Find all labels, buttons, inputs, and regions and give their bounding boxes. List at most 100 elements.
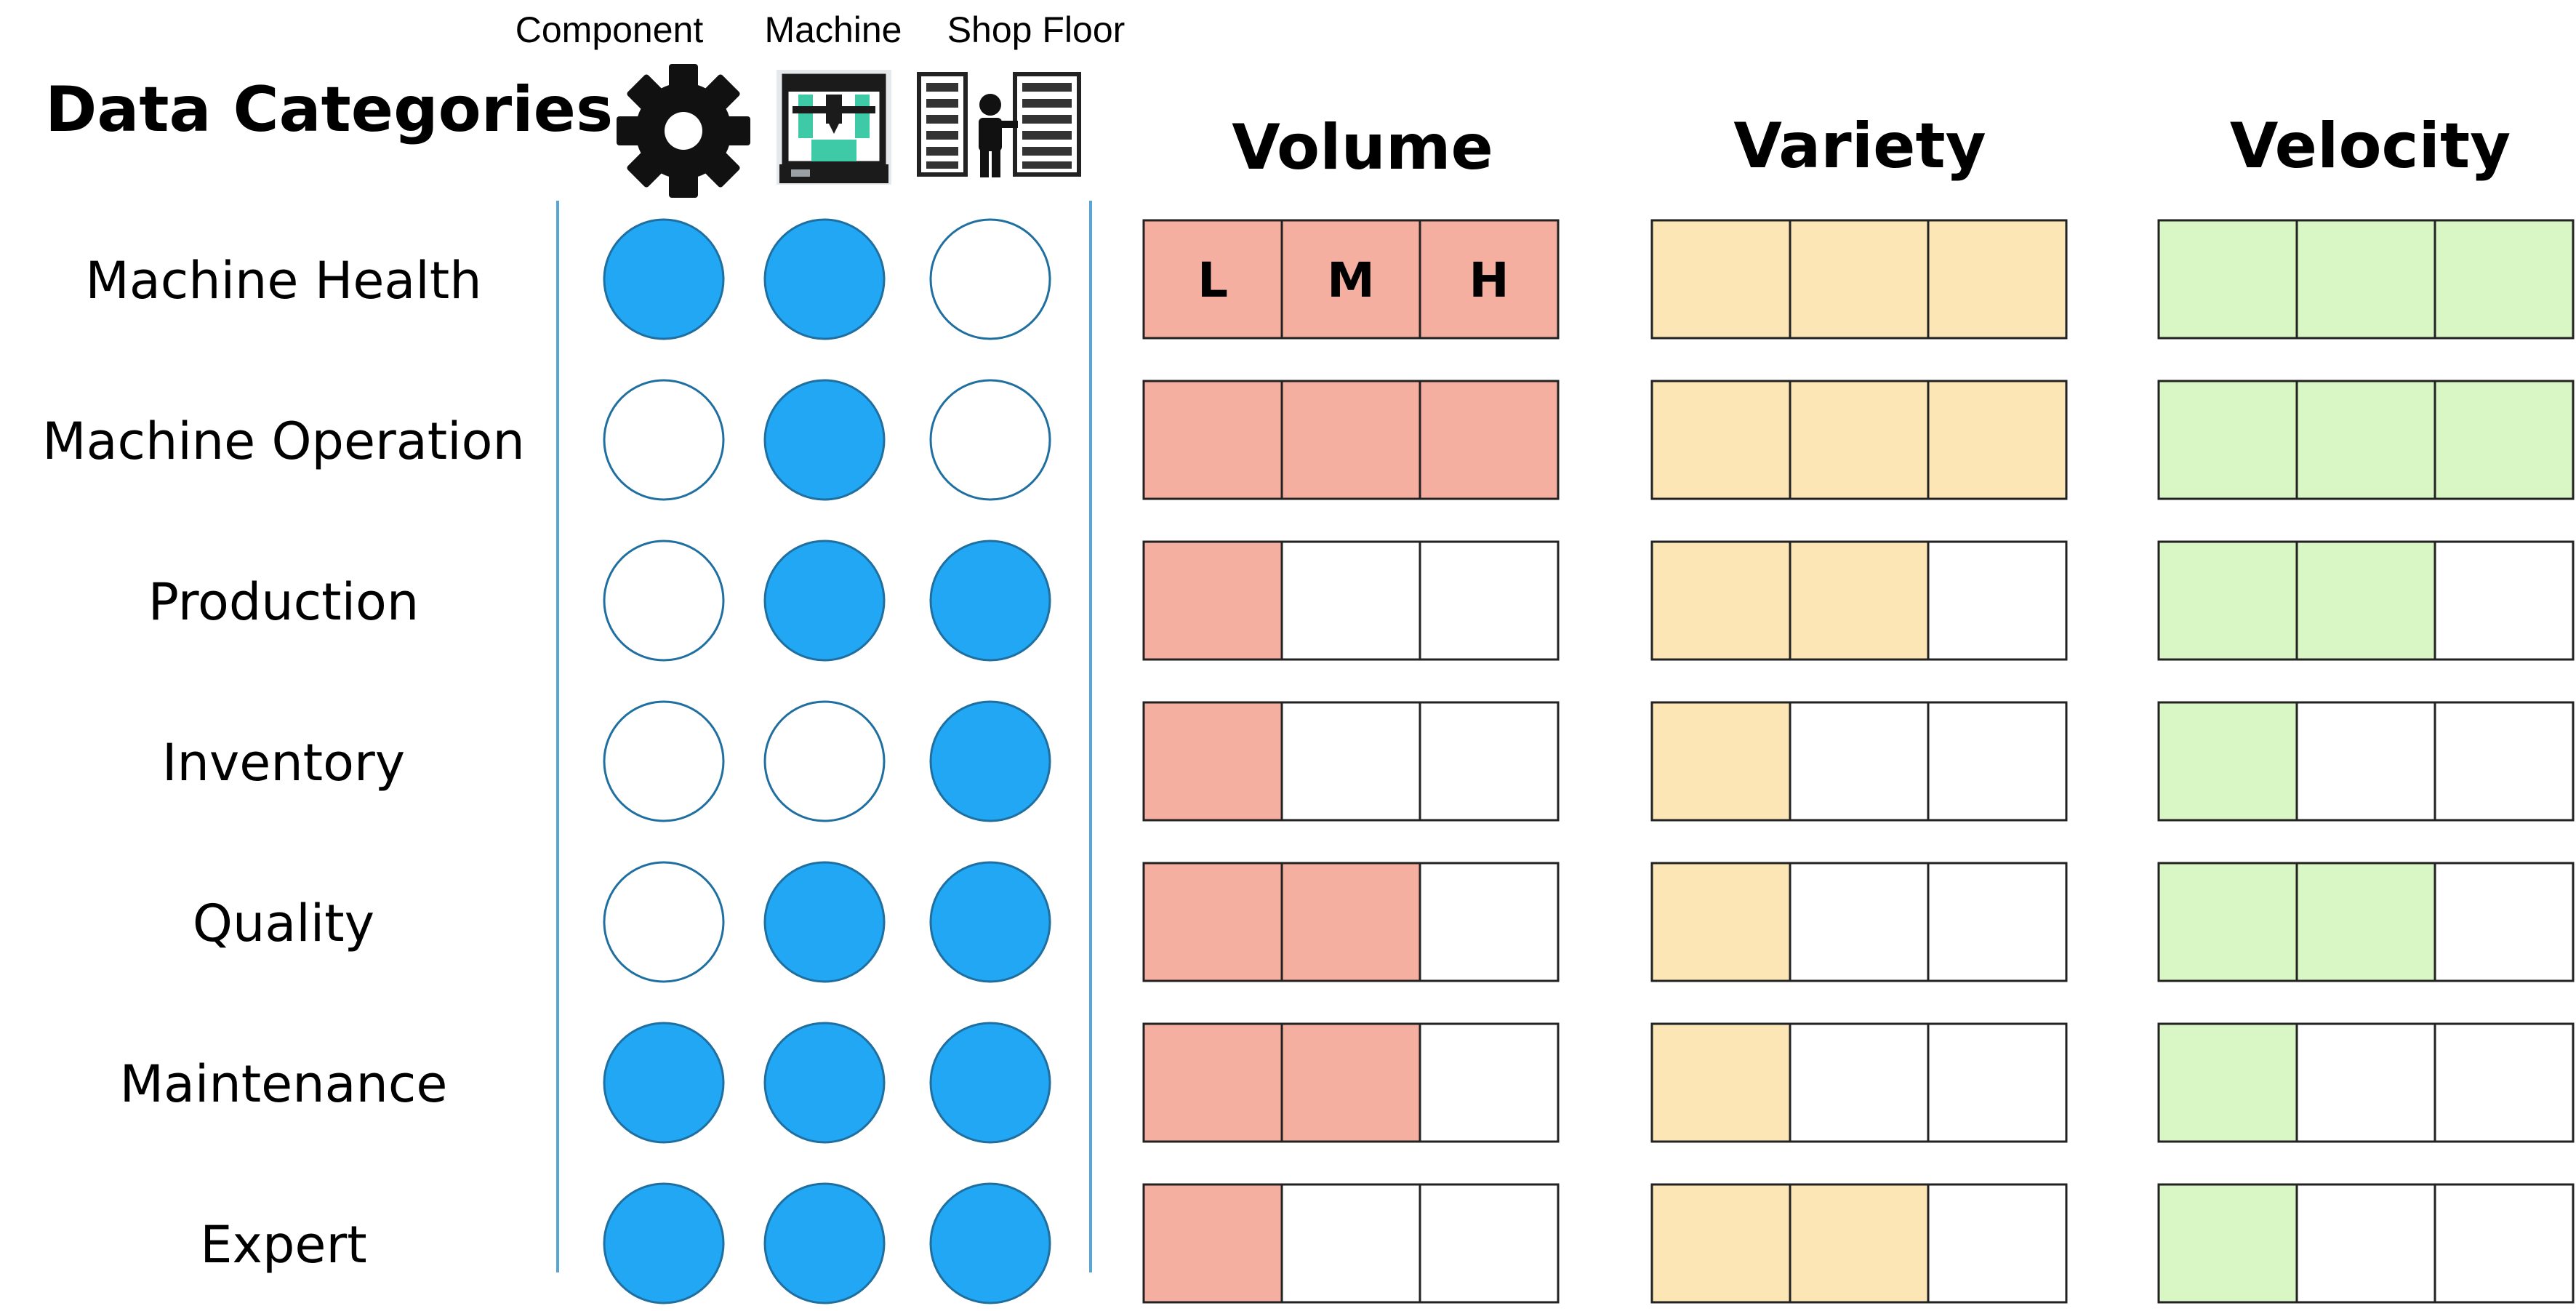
cell-variety-maintenance-3 [1927, 1022, 2068, 1143]
level-header-machine: Machine [765, 9, 902, 50]
cell-variety-expert-3 [1927, 1183, 2068, 1304]
cell-variety-quality-1 [1650, 862, 1791, 982]
cell-velocity-machine-health-1 [2157, 219, 2298, 340]
cell-volume-quality-3 [1419, 862, 1560, 982]
level-circle-quality-shop-floor [929, 861, 1051, 983]
cell-volume-maintenance-2 [1280, 1022, 1421, 1143]
dimension-header-velocity: Velocity [2230, 110, 2511, 183]
cell-variety-production-1 [1650, 540, 1791, 661]
cell-volume-machine-health-1 [1142, 219, 1283, 340]
cell-volume-production-1 [1142, 540, 1283, 661]
cell-variety-maintenance-2 [1789, 1022, 1930, 1143]
cell-variety-machine-operation-2 [1789, 380, 1930, 500]
cell-velocity-production-1 [2157, 540, 2298, 661]
cell-volume-maintenance-1 [1142, 1022, 1283, 1143]
cell-variety-inventory-1 [1650, 701, 1791, 822]
category-label-inventory: Inventory [162, 733, 405, 793]
cell-velocity-machine-health-2 [2295, 219, 2436, 340]
category-label-quality: Quality [193, 894, 374, 953]
level-circle-expert-component [603, 1182, 725, 1304]
level-circle-maintenance-shop-floor [929, 1022, 1051, 1144]
level-circle-quality-component [603, 861, 725, 983]
cell-volume-expert-2 [1280, 1183, 1421, 1304]
level-circle-quality-machine [763, 861, 886, 983]
level-circle-machine-health-shop-floor [929, 218, 1051, 340]
cell-volume-production-2 [1280, 540, 1421, 661]
cell-variety-expert-1 [1650, 1183, 1791, 1304]
cell-volume-machine-health-2 [1280, 219, 1421, 340]
level-header-component: Component [515, 9, 704, 50]
cell-volume-machine-operation-1 [1142, 380, 1283, 500]
level-circles [603, 218, 1051, 1304]
cell-variety-machine-health-1 [1650, 219, 1791, 340]
level-circle-maintenance-machine [763, 1022, 886, 1144]
level-circle-inventory-component [603, 700, 725, 822]
cell-velocity-machine-operation-1 [2157, 380, 2298, 500]
cell-velocity-inventory-3 [2433, 701, 2575, 822]
cell-velocity-expert-3 [2433, 1183, 2575, 1304]
category-label-production: Production [148, 572, 419, 632]
cell-velocity-maintenance-2 [2295, 1022, 2436, 1143]
cell-velocity-machine-health-3 [2433, 219, 2575, 340]
level-circle-machine-operation-component [603, 379, 725, 501]
level-header-shop-floor: Shop Floor [947, 9, 1126, 50]
level-circle-maintenance-component [603, 1022, 725, 1144]
cell-letter-volume-3: H [1469, 252, 1509, 308]
level-circle-production-machine [763, 540, 886, 662]
cell-variety-inventory-3 [1927, 701, 2068, 822]
level-circle-expert-machine [763, 1182, 886, 1304]
category-label-maintenance: Maintenance [120, 1054, 448, 1114]
cell-velocity-machine-operation-3 [2433, 380, 2575, 500]
cell-velocity-inventory-1 [2157, 701, 2298, 822]
cell-variety-production-3 [1927, 540, 2068, 661]
cell-velocity-production-2 [2295, 540, 2436, 661]
level-circle-machine-health-machine [763, 218, 886, 340]
cell-velocity-inventory-2 [2295, 701, 2436, 822]
cell-variety-production-2 [1789, 540, 1930, 661]
shop-floor-icon [917, 72, 1081, 177]
cell-velocity-quality-3 [2433, 862, 2575, 982]
cell-variety-machine-health-2 [1789, 219, 1930, 340]
cell-velocity-quality-1 [2157, 862, 2298, 982]
cell-velocity-maintenance-1 [2157, 1022, 2298, 1143]
level-circle-inventory-shop-floor [929, 700, 1051, 822]
cell-variety-expert-2 [1789, 1183, 1930, 1304]
cell-volume-quality-1 [1142, 862, 1283, 982]
cell-variety-quality-3 [1927, 862, 2068, 982]
cell-velocity-maintenance-3 [2433, 1022, 2575, 1143]
cell-volume-expert-1 [1142, 1183, 1283, 1304]
level-circle-machine-health-component [603, 218, 725, 340]
category-label-machine-health: Machine Health [85, 251, 481, 310]
cell-volume-production-3 [1419, 540, 1560, 661]
cell-velocity-expert-2 [2295, 1183, 2436, 1304]
cell-variety-machine-operation-1 [1650, 380, 1791, 500]
level-circle-production-component [603, 540, 725, 662]
machine-icon [777, 70, 891, 185]
category-label-machine-operation: Machine Operation [42, 412, 525, 471]
cell-volume-machine-operation-3 [1419, 380, 1560, 500]
gear-icon [617, 64, 750, 198]
category-label-expert: Expert [200, 1215, 366, 1275]
cell-volume-machine-health-3 [1419, 219, 1560, 340]
cell-velocity-quality-2 [2295, 862, 2436, 982]
level-circle-machine-operation-machine [763, 379, 886, 501]
cell-velocity-machine-operation-2 [2295, 380, 2436, 500]
cell-velocity-production-3 [2433, 540, 2575, 661]
cell-variety-maintenance-1 [1650, 1022, 1791, 1143]
cell-volume-expert-3 [1419, 1183, 1560, 1304]
cell-volume-machine-operation-2 [1280, 380, 1421, 500]
cell-velocity-expert-1 [2157, 1183, 2298, 1304]
cell-volume-inventory-3 [1419, 701, 1560, 822]
cell-variety-inventory-2 [1789, 701, 1930, 822]
cell-volume-inventory-2 [1280, 701, 1421, 822]
level-circle-machine-operation-shop-floor [929, 379, 1051, 501]
cell-variety-machine-operation-3 [1927, 380, 2068, 500]
dimension-header-variety: Variety [1733, 110, 1986, 183]
diagram-title: Data Categories [45, 73, 613, 146]
level-circle-expert-shop-floor [929, 1182, 1051, 1304]
level-circle-inventory-machine [763, 700, 886, 822]
cell-volume-maintenance-3 [1419, 1022, 1560, 1143]
